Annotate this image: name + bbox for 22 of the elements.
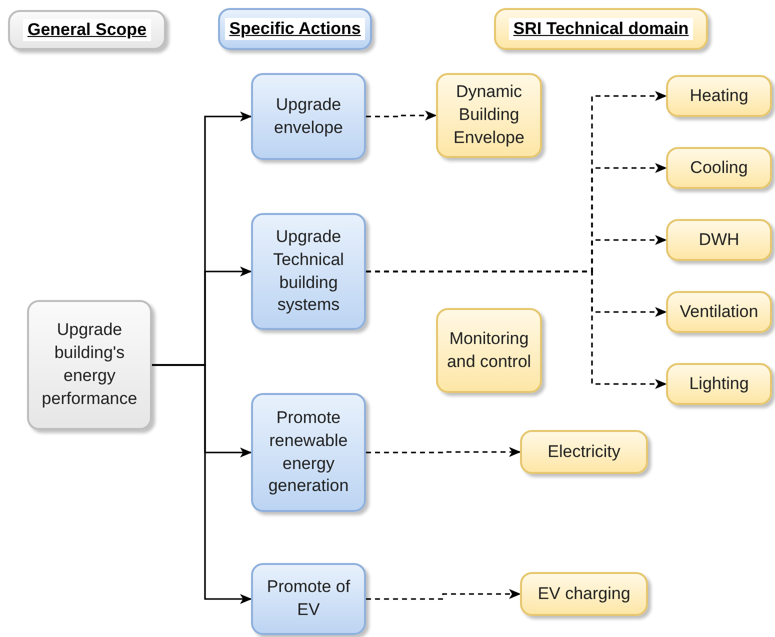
process-box: Promote renewable energy generation xyxy=(251,393,366,512)
header-box: SRI Technical domain xyxy=(494,8,708,50)
domain-box: DWH xyxy=(666,219,772,261)
domain-box: Dynamic Building Envelope xyxy=(436,73,542,158)
arrow xyxy=(366,110,437,120)
domain-box: Heating xyxy=(666,75,772,117)
process-box: Upgrade Technical building systems xyxy=(251,213,366,330)
arrow xyxy=(152,364,252,604)
process-box: Promote of EV xyxy=(251,563,366,635)
domain-box: Ventilation xyxy=(666,291,772,333)
domain-box: Cooling xyxy=(666,147,772,189)
process-box: Upgrade building's energy performance xyxy=(27,300,152,430)
header-box: Specific Actions xyxy=(218,8,372,50)
domain-box: EV charging xyxy=(520,572,648,616)
header-box: General Scope xyxy=(8,10,166,50)
arrow xyxy=(366,447,521,457)
domain-box: Lighting xyxy=(666,363,772,405)
arrow xyxy=(366,270,667,389)
process-box: Upgrade envelope xyxy=(251,73,366,160)
arrow xyxy=(366,589,521,600)
domain-box: Electricity xyxy=(520,430,648,474)
domain-box: Monitoring and control xyxy=(436,308,542,393)
